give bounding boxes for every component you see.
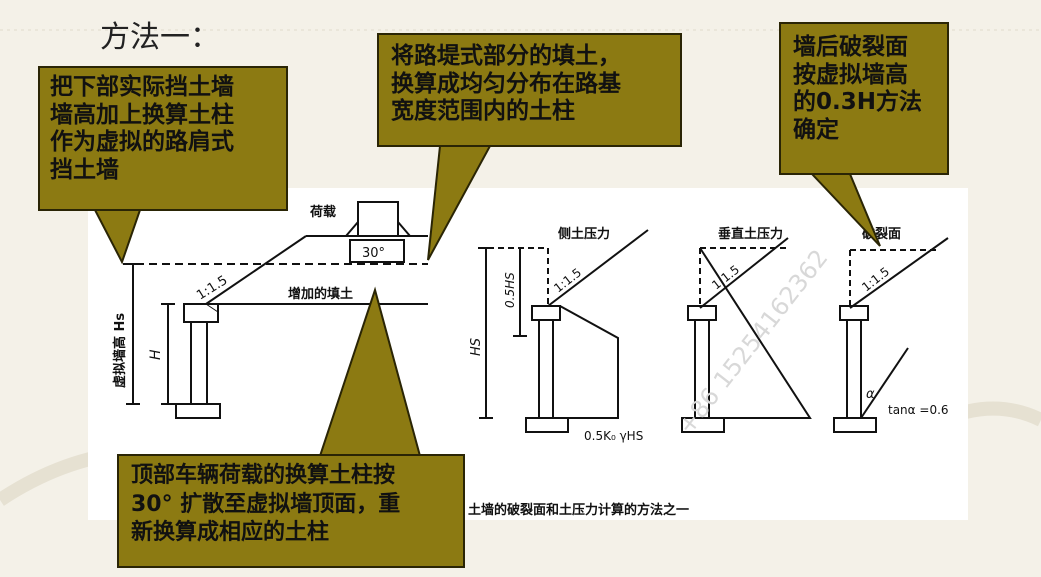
vertical-pressure-label: 垂直土压力 bbox=[718, 226, 783, 242]
callout-virtual-wall-text: 把下部实际挡土墙 墙高加上换算土柱 作为虚拟的路肩式 挡土墙 bbox=[50, 74, 234, 183]
callout-vehicle-load: 顶部车辆荷载的换算土柱按 30° 扩散至虚拟墙顶面，重 新换算成相应的土柱 bbox=[117, 454, 465, 568]
virtual-wall-figure bbox=[123, 201, 428, 419]
lateral-pressure-label: 侧土压力 bbox=[558, 226, 610, 242]
rupture-plane-figure bbox=[833, 237, 949, 433]
load-label: 荷载 bbox=[309, 204, 336, 220]
virtual-height-label: 虚拟墙高 Hs bbox=[112, 313, 128, 388]
callout-embankment-text: 将路堤式部分的填土， 换算成均匀分布在路基 宽度范围内的土柱 bbox=[391, 43, 621, 125]
figure-caption: 土墙的破裂面和土压力计算的方法之一 bbox=[468, 502, 689, 518]
callout-virtual-wall: 把下部实际挡土墙 墙高加上换算土柱 作为虚拟的路肩式 挡土墙 bbox=[38, 66, 288, 211]
callout-vehicle-load-text: 顶部车辆荷载的换算土柱按 30° 扩散至虚拟墙顶面，重 新换算成相应的土柱 bbox=[131, 463, 401, 546]
callout-rupture-plane: 墙后破裂面 按虚拟墙高 的0.3H方法 确定 bbox=[779, 22, 949, 175]
page-title: 方法一： bbox=[100, 20, 220, 55]
pressure-formula-label: 0.5K₀ γHS bbox=[584, 429, 643, 443]
half-hs-label: 0.5HS bbox=[503, 272, 517, 308]
lateral-pressure-figure bbox=[478, 229, 649, 433]
vertical-pressure-figure bbox=[681, 237, 812, 433]
callout-embankment-fill: 将路堤式部分的填土， 换算成均匀分布在路基 宽度范围内的土柱 bbox=[377, 33, 682, 147]
angle-label: 30° bbox=[362, 246, 385, 261]
tan-alpha-label: tanα =0.6 bbox=[888, 403, 949, 417]
h-label: H bbox=[148, 349, 164, 360]
alpha-label: α bbox=[866, 387, 875, 402]
added-fill-label: 增加的填土 bbox=[288, 286, 353, 302]
callout-rupture-text: 墙后破裂面 按虚拟墙高 的0.3H方法 确定 bbox=[793, 34, 922, 143]
hs-label: HS bbox=[469, 338, 484, 356]
